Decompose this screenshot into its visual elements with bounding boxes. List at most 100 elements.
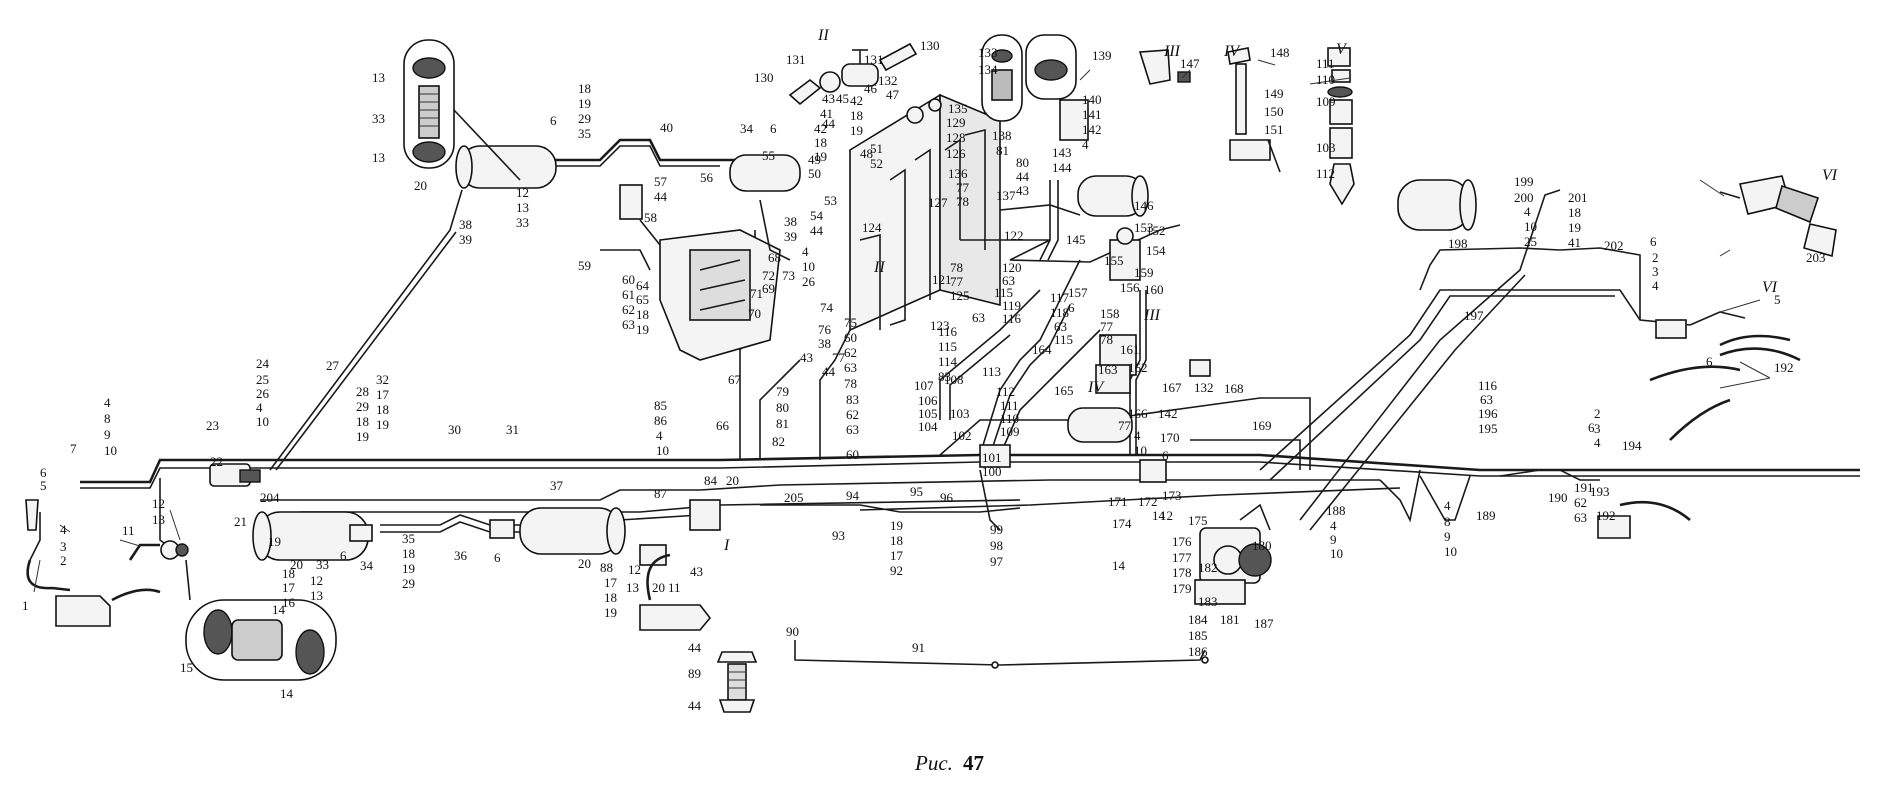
- part-number-label: 44: [654, 189, 668, 204]
- figure-caption-prefix: Рис.: [914, 751, 953, 775]
- part-number-label: 62: [622, 302, 635, 317]
- part-number-label: 112: [996, 384, 1015, 399]
- part-number-label: 158: [1100, 306, 1120, 321]
- part-number-label: 8: [1444, 514, 1451, 529]
- roman-label-IV: IV: [1223, 43, 1241, 60]
- part-number-label: 18: [282, 566, 295, 581]
- part-number-label: 36: [454, 548, 468, 563]
- part-number-label: 78: [844, 376, 857, 391]
- part-number-label: 83: [846, 392, 859, 407]
- part-number-label: 5: [40, 478, 47, 493]
- part-number-label: 77: [1118, 418, 1132, 433]
- tank-146: [1077, 175, 1149, 217]
- part-number-label: 62: [844, 345, 857, 360]
- part-number-label: 149: [1264, 86, 1284, 101]
- part-number-label: 41: [1568, 235, 1581, 250]
- part-number-label: 6: [770, 121, 777, 136]
- part-number-label: 19: [356, 429, 369, 444]
- part-number-label: 109: [1000, 424, 1020, 439]
- part-number-label: 68: [768, 250, 781, 265]
- part-number-label: 194: [1622, 438, 1642, 453]
- part-number-label: 37: [550, 478, 564, 493]
- part-number-label: 25: [1524, 234, 1537, 249]
- part-number-label: 10: [1134, 443, 1147, 458]
- part-number-label: 172: [1138, 494, 1158, 509]
- part-number-label: 188: [1326, 503, 1346, 518]
- part-number-label: 167: [1162, 380, 1182, 395]
- centre-panel: [849, 93, 1181, 332]
- part-number-label: 108: [944, 372, 964, 387]
- part-number-label: 168: [1224, 381, 1244, 396]
- part-number-label: 171: [1108, 494, 1128, 509]
- part-number-label: 46: [864, 81, 878, 96]
- part-number-label: 38: [459, 217, 472, 232]
- part-number-label: 144: [1052, 160, 1072, 175]
- part-number-label: 2: [60, 553, 67, 568]
- part-number-label: 165: [1054, 383, 1074, 398]
- part-number-label: 180: [1252, 538, 1272, 553]
- part-number-label: 179: [1172, 581, 1192, 596]
- part-number-label: 186: [1188, 644, 1208, 659]
- part-number-label: 72: [762, 268, 775, 283]
- detail-IV: [1227, 47, 1281, 173]
- part-number-label: 116: [938, 324, 958, 339]
- part-number-label: 6: [340, 548, 347, 563]
- part-number-label: 92: [890, 563, 903, 578]
- part-number-label: 8: [104, 411, 111, 426]
- part-number-label: 33: [516, 215, 529, 230]
- part-number-label: 202: [1604, 238, 1624, 253]
- part-number-label: 18: [604, 590, 617, 605]
- part-number-label: 102: [952, 428, 972, 443]
- part-number-label: 32: [376, 372, 389, 387]
- part-number-label: 10: [802, 259, 815, 274]
- part-number-label: 107: [914, 378, 934, 393]
- part-number-label: 13: [310, 588, 323, 603]
- part-number-label: 83: [938, 369, 951, 384]
- part-number-label: 4: [104, 395, 111, 410]
- part-number-label: 77: [956, 180, 970, 195]
- part-number-label: 142: [1158, 406, 1178, 421]
- part-number-label: 18: [814, 135, 827, 150]
- roman-label-II: II: [817, 27, 829, 44]
- part-number-label: 16: [282, 595, 296, 610]
- roman-label-VI-right: VI: [1762, 279, 1778, 296]
- part-number-label: 159: [1134, 265, 1154, 280]
- leader-lines: [33, 59, 1771, 593]
- part-number-label: 26: [256, 386, 270, 401]
- part-number-label: 19: [890, 518, 903, 533]
- part-number-label: 116: [1002, 311, 1022, 326]
- part-number-label: 60: [846, 447, 859, 462]
- part-number-label: 18: [1568, 205, 1581, 220]
- part-number-label: 10: [656, 443, 669, 458]
- part-number-label: 19: [268, 534, 281, 549]
- part-number-label: 11: [668, 580, 681, 595]
- part-number-label: 17: [604, 575, 618, 590]
- part-number-label: 33: [372, 111, 385, 126]
- part-number-label: 110: [1316, 72, 1335, 87]
- part-number-label: 14: [1152, 508, 1166, 523]
- part-number-label: 12: [152, 496, 165, 511]
- part-number-label: 17: [282, 580, 296, 595]
- part-number-label: 39: [784, 229, 797, 244]
- part-number-label: 110: [1000, 411, 1019, 426]
- part-number-label: 133: [978, 45, 998, 60]
- part-number-label: 81: [776, 416, 789, 431]
- part-number-label: 78: [956, 194, 969, 209]
- part-number-label: 151: [1264, 122, 1284, 137]
- part-number-label: 57: [654, 174, 668, 189]
- part-number-label: 19: [1568, 220, 1581, 235]
- part-number-label: 69: [762, 281, 775, 296]
- part-number-label: 96: [940, 490, 954, 505]
- part-number-label: 156: [1120, 280, 1140, 295]
- part-number-label: 63: [1480, 392, 1493, 407]
- part-number-label: 141: [1082, 107, 1102, 122]
- part-number-label: 131: [786, 52, 806, 67]
- part-number-label: 93: [832, 528, 845, 543]
- part-number-label: 1: [22, 598, 29, 613]
- part-number-label: 21: [234, 514, 247, 529]
- part-number-label: 5: [1774, 292, 1781, 307]
- part-number-label: 13: [372, 70, 385, 85]
- part-number-label: 113: [982, 364, 1001, 379]
